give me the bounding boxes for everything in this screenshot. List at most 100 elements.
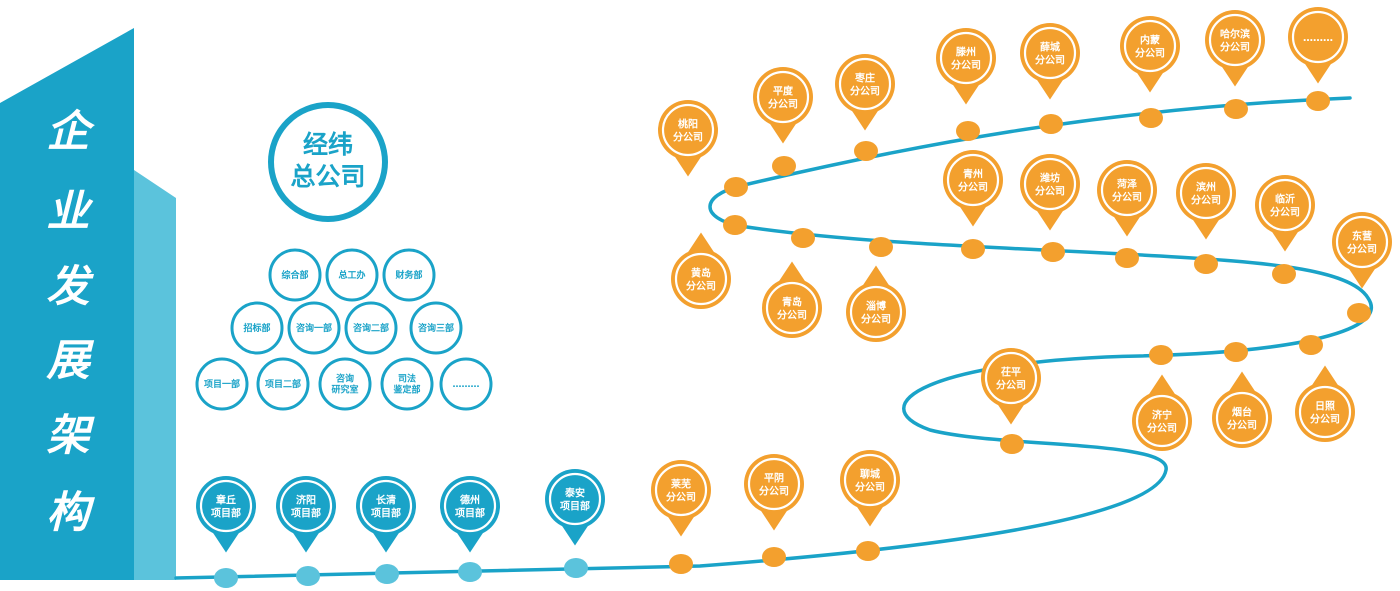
pin-body (1255, 175, 1315, 235)
pin-label: 分公司 (1147, 422, 1177, 435)
department-group: 综合部总工办财务部招标部咨询一部咨询二部咨询三部项目一部项目二部咨询研究室司法鉴… (195, 248, 493, 411)
pin-body (1097, 160, 1157, 220)
department-label: 咨询 (336, 373, 354, 385)
pin-label: 分公司 (666, 491, 696, 504)
pin-inner-ring (1023, 157, 1077, 211)
path-dots (214, 91, 1371, 588)
pin-inner-ring (279, 479, 333, 533)
pin-body (196, 476, 256, 536)
banner-side (134, 170, 176, 580)
pin-body (276, 476, 336, 536)
department-label: 招标部 (243, 322, 270, 334)
title-char: 构 (47, 488, 96, 538)
pin-label: 济阳 (296, 494, 316, 507)
pin-label: 滨州 (1196, 181, 1216, 194)
pin-label: 青岛 (782, 296, 802, 309)
pin-body (835, 54, 895, 114)
department-bubble: 总工办 (325, 248, 379, 302)
pin-label: 分公司 (850, 85, 880, 98)
pin-body (846, 282, 906, 342)
path-dot (214, 568, 238, 588)
pin-body (753, 67, 813, 127)
path-dot (1000, 434, 1024, 454)
pin-body (356, 476, 416, 536)
path-dot (772, 156, 796, 176)
path-dot (564, 558, 588, 578)
pin-label: 平阴 (764, 473, 784, 485)
path-dot (956, 121, 980, 141)
pin-inner-ring (674, 252, 728, 306)
department-label: 总工办 (338, 269, 365, 281)
pin-label: 项目部 (371, 507, 401, 520)
pin-body (1132, 391, 1192, 451)
pin-label: 长清 (376, 494, 396, 507)
pin-body (1332, 212, 1392, 272)
department-ring (382, 248, 436, 302)
path-dot (1347, 303, 1371, 323)
department-label: 财务部 (394, 269, 422, 281)
department-ring (287, 301, 341, 355)
path-dot (724, 177, 748, 197)
path-dot (375, 564, 399, 584)
title-char: 业 (47, 187, 94, 237)
title-char: 发 (47, 262, 95, 312)
pin-label: 淄博 (866, 300, 886, 313)
pin-body (658, 100, 718, 160)
department-ring (344, 301, 398, 355)
pin-body (762, 278, 822, 338)
department-ring (325, 248, 379, 302)
path-dot (869, 237, 893, 257)
pin-label: 分公司 (686, 280, 716, 293)
path-dot (1039, 114, 1063, 134)
pin-label: 分公司 (759, 485, 789, 498)
pin-body (744, 454, 804, 514)
pin-label: 聊城 (860, 468, 880, 481)
department-bubble: 项目一部 (195, 357, 249, 411)
path-dot (1115, 248, 1139, 268)
pin-inner-ring (1100, 163, 1154, 217)
pin-inner-ring (756, 70, 810, 124)
pin-inner-ring (939, 31, 993, 85)
department-bubble: ……… (439, 357, 493, 411)
pin-label: 分公司 (1270, 206, 1300, 219)
department-label: 咨询三部 (418, 322, 454, 334)
pin-inner-ring (838, 57, 892, 111)
pin-label: ……… (1303, 33, 1333, 44)
pin-inner-ring (1258, 178, 1312, 232)
pin-label: 项目部 (211, 507, 241, 520)
path-dot (1194, 254, 1218, 274)
pin-inner-ring (849, 285, 903, 339)
headquarters-line2: 总公司 (290, 162, 365, 191)
pin-label: 内蒙 (1140, 34, 1160, 47)
pin-label: 东营 (1352, 230, 1372, 243)
pin-label: 滕州 (956, 46, 976, 59)
path-dot (762, 547, 786, 567)
department-label: 综合部 (281, 269, 308, 281)
pin-body (943, 150, 1003, 210)
pin-body (1288, 7, 1348, 67)
path-dot (1041, 242, 1065, 262)
department-bubble: 咨询三部 (409, 301, 463, 355)
pin-label: 分公司 (1220, 41, 1250, 54)
banner-front (0, 28, 134, 580)
title-char: 企 (47, 107, 96, 157)
headquarters-line1: 经纬 (303, 130, 353, 159)
department-ring (268, 248, 322, 302)
pin-label: 薛城 (1040, 41, 1060, 54)
pin-inner-ring (443, 479, 497, 533)
